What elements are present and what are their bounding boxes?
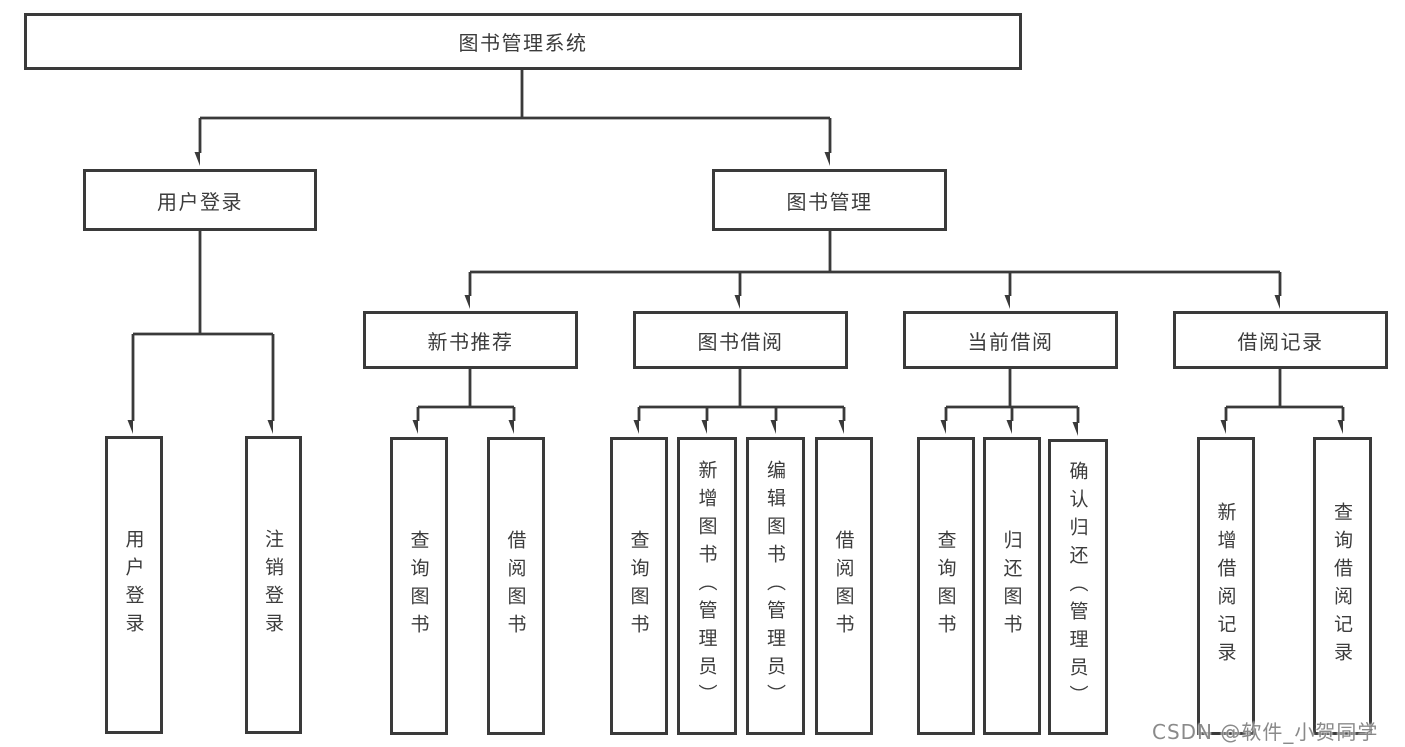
node-borrowing-records: 借阅记录	[1173, 311, 1388, 369]
leaf-edit-book-admin: 编辑图书（管理员）	[746, 437, 805, 735]
leaf-confirm-return-admin: 确认归还（管理员）	[1048, 439, 1108, 735]
leaf-query-books-recommend: 查询图书	[390, 437, 448, 735]
leaf-return-books: 归还图书	[983, 437, 1041, 735]
leaf-borrow-books-borrowing: 借阅图书	[815, 437, 873, 735]
node-borrowing-records-label: 借阅记录	[1237, 329, 1324, 354]
leaf-user-login: 用户登录	[105, 436, 163, 734]
leaf-add-book-admin: 新增图书（管理员）	[677, 437, 737, 735]
node-current-borrowing-label: 当前借阅	[967, 329, 1054, 354]
node-current-borrowing: 当前借阅	[903, 311, 1118, 369]
node-library-system-label: 图书管理系统	[458, 31, 588, 55]
watermark: CSDN @软件_小贺同学	[1152, 720, 1379, 744]
node-new-book-recommend-label: 新书推荐	[427, 329, 514, 354]
leaf-borrow-books-recommend: 借阅图书	[487, 437, 545, 735]
node-user-login: 用户登录	[83, 169, 317, 231]
node-book-management: 图书管理	[712, 169, 947, 231]
leaf-logout: 注销登录	[245, 436, 302, 734]
leaf-query-borrow-record: 查询借阅记录	[1313, 437, 1372, 735]
node-user-login-label: 用户登录	[157, 189, 243, 214]
leaf-query-books-current: 查询图书	[917, 437, 975, 735]
leaf-add-borrow-record: 新增借阅记录	[1197, 437, 1255, 735]
node-book-borrowing-label: 图书借阅	[697, 329, 784, 354]
node-new-book-recommend: 新书推荐	[363, 311, 578, 369]
node-book-management-label: 图书管理	[786, 189, 873, 214]
node-book-borrowing: 图书借阅	[633, 311, 848, 369]
leaf-query-books-borrowing: 查询图书	[610, 437, 668, 735]
node-library-system: 图书管理系统	[24, 13, 1022, 70]
